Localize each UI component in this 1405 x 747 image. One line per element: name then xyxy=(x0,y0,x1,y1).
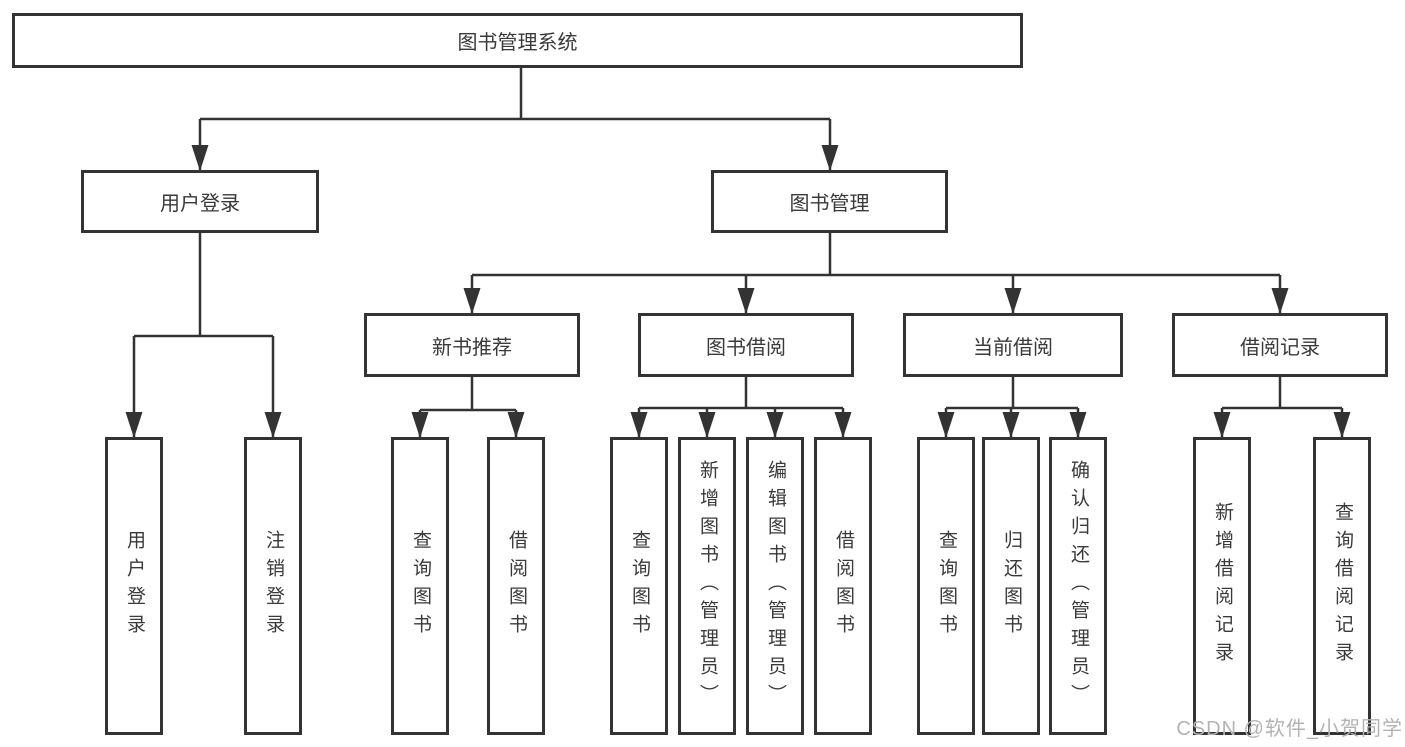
node-logout-leaf: 注销登录 xyxy=(244,437,302,735)
node-current-borrowing: 当前借阅 xyxy=(903,313,1123,377)
csdn-watermark: CSDN @软件_小贺同学 xyxy=(1176,718,1403,740)
node-book-management: 图书管理 xyxy=(711,170,948,233)
node-confirm-return-admin: 确认归还（管理员） xyxy=(1049,437,1107,735)
node-new-book-recommend: 新书推荐 xyxy=(364,313,580,377)
node-query-books-borrowing: 查询图书 xyxy=(610,437,668,735)
node-borrow-books-borrowing: 借阅图书 xyxy=(814,437,872,735)
node-user-login: 用户登录 xyxy=(81,170,319,233)
node-return-book: 归还图书 xyxy=(982,437,1040,735)
node-add-borrow-record: 新增借阅记录 xyxy=(1193,437,1251,735)
node-query-books-recommend: 查询图书 xyxy=(391,437,449,735)
node-add-book-admin: 新增图书（管理员） xyxy=(678,437,736,735)
node-edit-book-admin: 编辑图书（管理员） xyxy=(746,437,804,735)
node-borrow-records: 借阅记录 xyxy=(1172,313,1388,377)
node-borrow-books-recommend: 借阅图书 xyxy=(487,437,545,735)
node-book-borrowing: 图书借阅 xyxy=(638,313,854,377)
node-library-system: 图书管理系统 xyxy=(12,13,1023,68)
node-query-books-current: 查询图书 xyxy=(917,437,975,735)
node-user-login-leaf: 用户登录 xyxy=(105,437,163,735)
node-query-borrow-record: 查询借阅记录 xyxy=(1313,437,1371,735)
